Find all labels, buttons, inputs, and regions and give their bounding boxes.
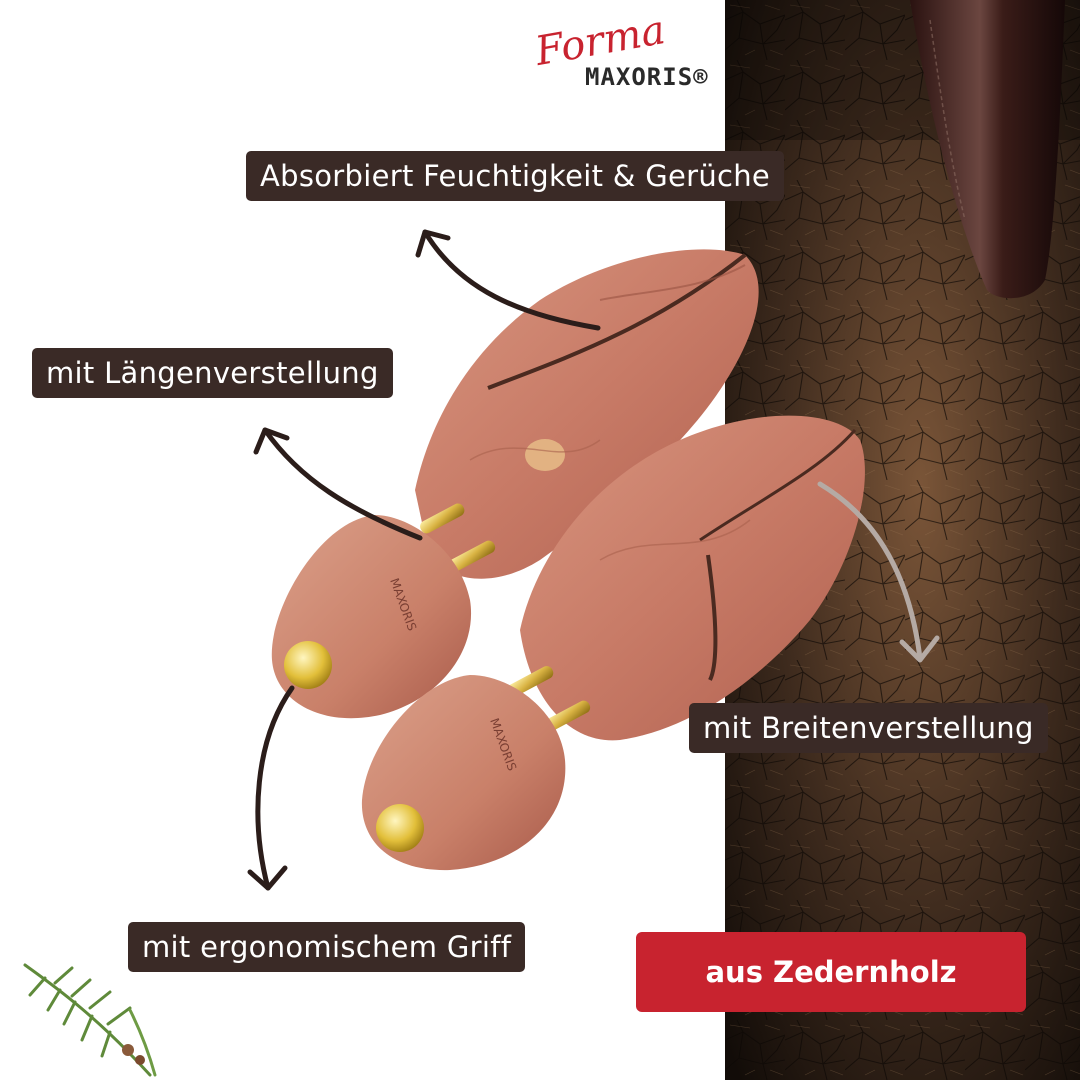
- callout-absorbs-moisture: Absorbiert Feuchtigkeit & Gerüche: [246, 151, 785, 201]
- callout-length-adjustment: mit Längenverstellung: [32, 348, 393, 398]
- shoe-tree-upper: MAXORIS: [271, 249, 759, 719]
- brand-logo: Forma MAXORIS®: [505, 0, 708, 110]
- curved-arrow-icon: [255, 685, 295, 891]
- curved-arrow-icon: [422, 229, 601, 331]
- curved-arrow-icon: [262, 427, 423, 541]
- logo-wordmark: MAXORIS®: [585, 63, 709, 91]
- shoe-tree-lower: MAXORIS: [361, 415, 865, 871]
- curved-arrow-icon: [253, 427, 290, 455]
- curved-arrow-icon: [899, 635, 940, 663]
- curved-arrow-icon: [817, 481, 923, 661]
- callout-ergonomic-handle: mit ergonomischem Griff: [128, 922, 526, 972]
- curved-arrow-icon: [415, 229, 451, 258]
- cedar-wood-badge: aus Zedernholz: [636, 932, 1026, 1012]
- cedar-sprig-icon: [23, 963, 157, 1077]
- curved-arrow-icon: [247, 865, 288, 891]
- leather-background-image: [725, 0, 1080, 1080]
- callout-width-adjustment: mit Breitenverstellung: [689, 703, 1048, 753]
